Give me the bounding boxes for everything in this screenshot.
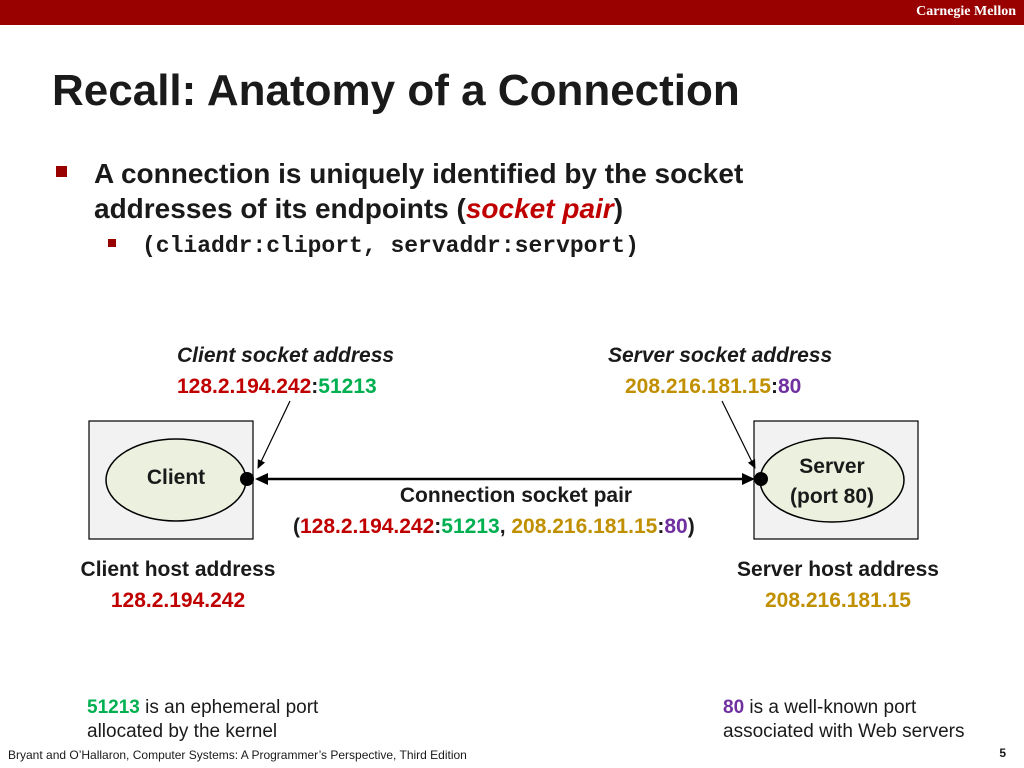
server-label: Server (port 80) <box>762 452 902 512</box>
ephemeral-port-number: 51213 <box>87 697 140 718</box>
bullet-line-2: addresses of its endpoints (socket pair) <box>94 191 743 226</box>
server-socket-ip: 208.216.181.15 <box>625 375 771 398</box>
connection-arrow-left <box>255 473 268 485</box>
server-host-ip: 208.216.181.15 <box>765 589 911 612</box>
header-bar: Carnegie Mellon <box>0 0 1024 25</box>
bullet-text: A connection is uniquely identified by t… <box>94 156 743 226</box>
pair-colon-1: : <box>434 515 442 538</box>
socket-pair-term: socket pair <box>465 193 614 224</box>
server-socket-address: 208.216.181.15:80 <box>625 375 801 399</box>
ephemeral-note-line-2: allocated by the kernel <box>87 721 278 742</box>
client-socket-label: Client socket address <box>177 344 395 367</box>
sub-bullet-marker <box>108 239 116 247</box>
page-number: 5 <box>999 746 1006 760</box>
well-known-note-line-1: 80 is a well-known port <box>723 696 964 720</box>
pair-client-ip: 128.2.194.242 <box>300 515 435 538</box>
bullet-line-2-end: ) <box>613 193 624 224</box>
client-socket-pointer <box>257 400 291 469</box>
well-known-port-note: 80 is a well-known port associated with … <box>723 696 964 744</box>
server-label-name: Server <box>799 455 865 478</box>
pair-server-ip: 208.216.181.15 <box>511 515 658 538</box>
server-host-label: Server host address <box>737 558 939 581</box>
bullet-marker <box>56 166 67 177</box>
client-socket-address: 128.2.194.242:51213 <box>177 375 377 399</box>
pair-client-port: 51213 <box>441 515 500 538</box>
connection-pair-label: Connection socket pair <box>399 484 633 507</box>
server-socket-port: 80 <box>777 375 802 398</box>
client-host-ip: 128.2.194.242 <box>110 589 246 612</box>
client-socket-port: 51213 <box>318 375 377 398</box>
footer-citation: Bryant and O’Hallaron, Computer Systems:… <box>8 748 467 762</box>
ephemeral-note-text: is an ephemeral port <box>139 697 319 718</box>
server-label-port: (port 80) <box>790 485 874 508</box>
server-socket-label: Server socket address <box>608 344 833 367</box>
server-socket-pointer <box>721 400 756 469</box>
server-socket-colon: : <box>770 375 778 398</box>
pair-close-paren: ) <box>687 515 695 538</box>
well-known-note-line-2: associated with Web servers <box>723 721 965 742</box>
client-socket-dot <box>240 472 254 486</box>
ephemeral-note-line-1: 51213 is an ephemeral port <box>87 696 318 720</box>
server-socket-dot <box>754 472 768 486</box>
pair-colon-2: : <box>657 515 665 538</box>
well-known-note-text: is a well-known port <box>744 697 917 718</box>
slide-title: Recall: Anatomy of a Connection <box>52 66 740 115</box>
client-socket-colon: : <box>311 375 319 398</box>
client-label: Client <box>146 466 206 489</box>
client-host-label: Client host address <box>80 558 276 581</box>
well-known-port-number: 80 <box>723 697 745 718</box>
connection-arrow-right <box>742 473 755 485</box>
pair-server-port: 80 <box>664 515 688 538</box>
brand-label: Carnegie Mellon <box>916 4 1016 19</box>
pair-comma: , <box>499 515 512 538</box>
client-socket-ip: 128.2.194.242 <box>177 375 312 398</box>
bullet-line-1: A connection is uniquely identified by t… <box>94 158 744 189</box>
pair-open-paren: ( <box>293 515 300 538</box>
bullet-line-2-start: addresses of its endpoints ( <box>94 193 466 224</box>
ephemeral-port-note: 51213 is an ephemeral port allocated by … <box>87 696 318 744</box>
socket-pair-format: (cliaddr:cliport, servaddr:servport) <box>142 233 639 259</box>
connection-pair-value: (128.2.194.242:51213, 208.216.181.15:80) <box>293 515 695 539</box>
